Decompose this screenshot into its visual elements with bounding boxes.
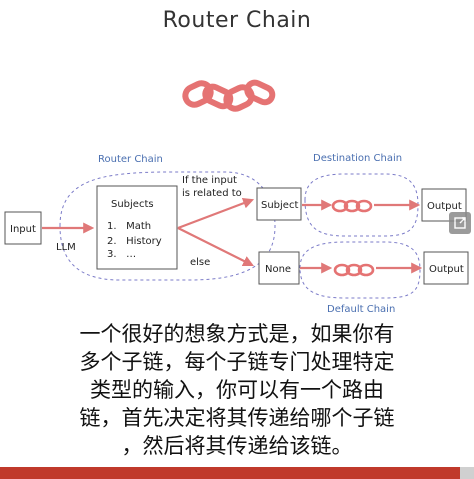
default-chain-label: Default Chain bbox=[327, 304, 395, 315]
chain-link-icon bbox=[333, 263, 375, 277]
llm-label: LLM bbox=[56, 242, 76, 253]
input-box bbox=[4, 211, 42, 245]
router-chain-boundary bbox=[59, 171, 276, 281]
output-box-bottom bbox=[423, 251, 469, 285]
expand-icon[interactable] bbox=[449, 212, 471, 234]
subtitle-caption: 一个很好的想象方式是，如果你有 多个子链，每个子链专门处理特定 类型的输入，你可… bbox=[0, 320, 474, 460]
subject-box bbox=[256, 187, 302, 221]
output-top-label: Output bbox=[427, 201, 462, 212]
output-bottom-label: Output bbox=[429, 264, 464, 275]
video-progress-fill bbox=[0, 467, 460, 479]
subjects-title: Subjects bbox=[111, 199, 154, 210]
subtitle-line: 多个子链，每个子链专门处理特定 bbox=[79, 350, 395, 374]
video-progress-bar[interactable] bbox=[0, 467, 474, 479]
condition-line-2: is related to bbox=[182, 188, 242, 199]
subtitle-line: 一个很好的想象方式是，如果你有 bbox=[79, 322, 395, 346]
subject-item-more: 3. … bbox=[107, 249, 136, 260]
subject-item-math: 1. Math bbox=[107, 221, 151, 232]
page-title: Router Chain bbox=[162, 8, 312, 33]
none-box bbox=[258, 251, 300, 285]
subtitle-line: ，然后将其传递给该链。 bbox=[121, 434, 353, 458]
input-label: Input bbox=[10, 224, 36, 235]
chain-link-icon bbox=[331, 199, 373, 213]
else-label: else bbox=[190, 257, 210, 268]
destination-chain-label: Destination Chain bbox=[313, 153, 402, 164]
router-chain-label: Router Chain bbox=[98, 154, 163, 165]
subject-label: Subject bbox=[261, 200, 298, 211]
arrow-to-subject bbox=[177, 197, 255, 230]
arrow-to-none bbox=[177, 227, 254, 266]
subtitle-line: 类型的输入，你可以有一个路由 bbox=[90, 378, 384, 402]
expand-icon-glyph bbox=[454, 217, 466, 229]
subjects-box bbox=[96, 185, 178, 270]
chain-link-icon bbox=[182, 79, 276, 112]
subtitle-line: 链，首先决定将其传递给哪个子链 bbox=[79, 406, 395, 430]
subject-item-history: 2. History bbox=[107, 236, 162, 247]
none-label: None bbox=[265, 264, 291, 275]
condition-line-1: If the input bbox=[182, 175, 237, 186]
